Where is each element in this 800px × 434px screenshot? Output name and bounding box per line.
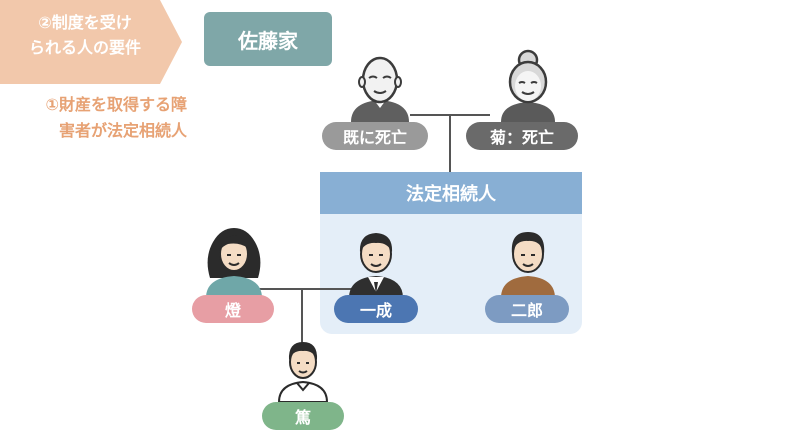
section-line-1: ②制度を受け <box>38 13 132 32</box>
family-title: 佐藤家 <box>204 12 332 66</box>
kazunari-icon <box>349 233 403 298</box>
requirement-text: ①財産を取得する障 害者が法定相続人 <box>2 92 187 144</box>
requirement-line-2: 害者が法定相続人 <box>58 121 187 140</box>
spouse-icon <box>206 228 262 298</box>
grandfather-label: 既に死亡 <box>322 122 428 150</box>
grandmother-icon <box>501 49 555 122</box>
spouse-label: 燈 <box>192 295 274 323</box>
kazunari-label: 一成 <box>334 295 418 323</box>
grandfather-icon <box>351 56 409 122</box>
section-tag-text: ②制度を受け られる人の要件 <box>6 10 164 60</box>
section-line-2: られる人の要件 <box>28 38 141 57</box>
child-icon <box>277 342 329 403</box>
jiro-icon <box>501 232 555 298</box>
grandmother-label: 菊：死亡 <box>466 122 578 150</box>
child-line <box>301 288 303 350</box>
requirement-line-1: ①財産を取得する障 <box>45 95 187 114</box>
heirs-group-header: 法定相続人 <box>320 172 582 214</box>
section-tag <box>0 0 182 84</box>
child-label: 篤 <box>262 402 344 430</box>
jiro-label: 二郎 <box>485 295 569 323</box>
parents-to-heirs-line <box>449 114 451 172</box>
